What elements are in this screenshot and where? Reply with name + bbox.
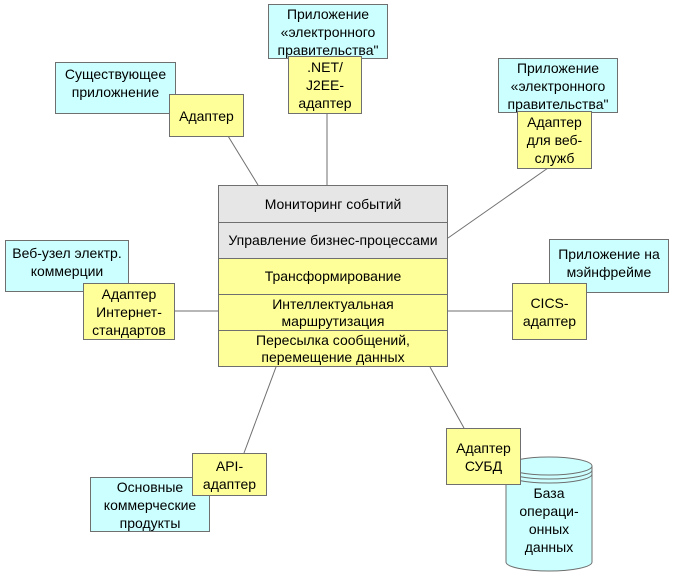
dbms-adapter: Адаптер СУБД: [446, 428, 521, 485]
layer-event-monitoring: Мониторинг событий: [219, 186, 447, 223]
egov-application-right: Приложение «электронного правительства": [498, 58, 618, 113]
internet-standards-adapter: Адаптер Интернет- стандартов: [83, 283, 175, 340]
operational-database-label: База операци- онных данных: [519, 485, 579, 555]
link-bottom-right: [429, 366, 465, 429]
link-top-left: [227, 135, 259, 186]
layer-transformation: Трансформирование: [219, 259, 447, 295]
existing-application: Существующее приложнение: [55, 62, 176, 114]
link-top-right: [447, 167, 549, 239]
web-services-adapter: Адаптер для веб- служб: [517, 111, 592, 169]
layer-messaging-data-movement: Пересылка сообщений, перемещение данных: [219, 331, 447, 366]
api-adapter: API- адаптер: [192, 453, 267, 496]
link-bottom-left: [243, 366, 277, 454]
egov-application-top: Приложение «электронного правительства": [268, 4, 388, 59]
integration-core-stack: Мониторинг событий Управление бизнес-про…: [218, 185, 448, 367]
core-commercial-products: Основные коммерческие продукты: [90, 477, 210, 532]
layer-intelligent-routing: Интеллектуальная маршрутизация: [219, 295, 447, 331]
layer-business-process-management: Управление бизнес-процессами: [219, 223, 447, 259]
net-j2ee-adapter: .NET/ J2EE- адаптер: [288, 56, 362, 114]
cics-adapter: CICS- адаптер: [512, 283, 587, 340]
generic-adapter: Адаптер: [169, 94, 244, 137]
